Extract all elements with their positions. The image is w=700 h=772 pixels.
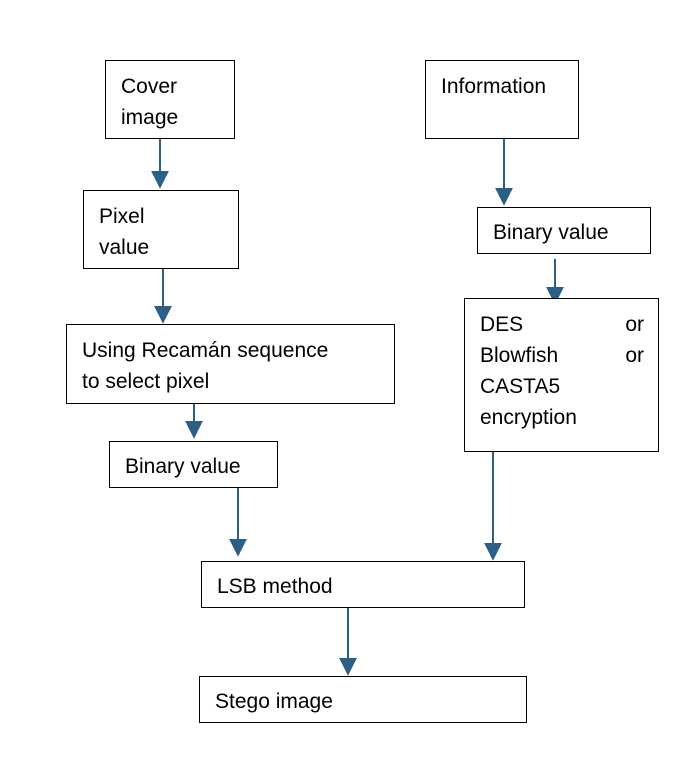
binary-value-right-label: Binary value [493, 221, 609, 244]
recaman-label-line-2: to select pixel [82, 370, 210, 393]
pixel-value-box: Pixel value [83, 190, 239, 269]
encryption-row-des: DES or [480, 309, 644, 340]
lsb-method-box: LSB method [201, 561, 525, 608]
encryption-or-2: or [625, 344, 644, 367]
recaman-selection-box: Using Recamán sequence to select pixel [66, 324, 395, 404]
encryption-des-label: DES [480, 313, 524, 336]
cover-image-label-line-1: Cover [121, 75, 178, 98]
encryption-casta5-label: CASTA5 [480, 375, 561, 398]
cover-image-label-line-2: image [121, 106, 179, 129]
information-label: Information [441, 75, 547, 98]
recaman-label-line-1: Using Recamán sequence [82, 339, 329, 362]
information-box: Information [425, 60, 579, 139]
stego-image-box: Stego image [199, 676, 527, 723]
encryption-or-1: or [625, 313, 644, 336]
cover-image-box: Cover image [105, 60, 235, 139]
stego-image-label: Stego image [215, 690, 333, 713]
encryption-box: DES or Blowfish or CASTA5 encryption [464, 298, 659, 452]
pixel-value-label-line-2: value [99, 236, 150, 259]
binary-value-left-box: Binary value [109, 441, 278, 488]
binary-value-left-label: Binary value [125, 455, 241, 478]
encryption-row-blowfish: Blowfish or [480, 340, 644, 371]
encryption-label: encryption [480, 406, 577, 429]
lsb-method-label: LSB method [217, 575, 333, 598]
pixel-value-label-line-1: Pixel [99, 205, 145, 228]
encryption-blowfish-label: Blowfish [480, 344, 559, 367]
binary-value-right-box: Binary value [477, 207, 651, 254]
